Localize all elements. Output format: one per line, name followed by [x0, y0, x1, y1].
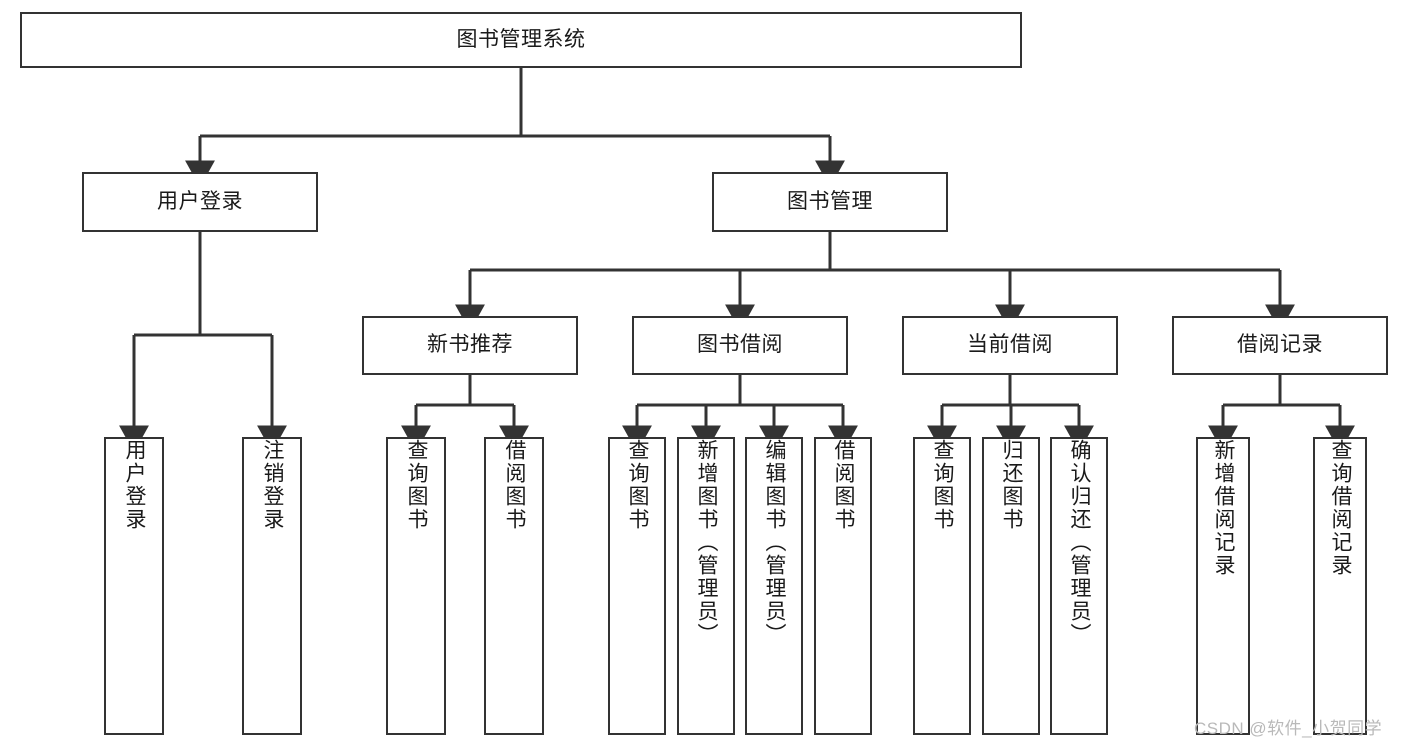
- node-leaf-9[interactable]: 查询图书: [913, 437, 971, 735]
- node-root-label: 图书管理系统: [456, 27, 586, 51]
- node-leaf-label: 归还图书: [1000, 439, 1024, 531]
- node-level3-label: 新书推荐: [427, 333, 513, 357]
- node-leaf-label: 新增借阅记录: [1212, 439, 1236, 577]
- node-root-system[interactable]: 图书管理系统: [20, 12, 1022, 68]
- edges-borrowrecord-to-leaves: [1208, 375, 1355, 453]
- node-leaf-6[interactable]: 新增图书（管理员）: [677, 437, 735, 735]
- node-level3-3[interactable]: 当前借阅: [902, 316, 1118, 375]
- node-leaf-11[interactable]: 确认归还（管理员）: [1050, 437, 1108, 735]
- node-leaf-3[interactable]: 查询图书: [386, 437, 446, 735]
- node-leaf-5[interactable]: 查询图书: [608, 437, 666, 735]
- edges-currentborrow-to-leaves: [927, 375, 1094, 453]
- node-leaf-label: 查询图书: [626, 439, 650, 531]
- node-leaf-label: 查询图书: [405, 439, 429, 531]
- node-level3-label: 当前借阅: [967, 333, 1053, 357]
- node-leaf-label: 借阅图书: [832, 439, 856, 531]
- node-level3-2[interactable]: 图书借阅: [632, 316, 848, 375]
- node-level2-label: 图书管理: [787, 189, 873, 213]
- node-level3-label: 借阅记录: [1237, 333, 1323, 357]
- node-leaf-2[interactable]: 注销登录: [242, 437, 302, 735]
- edges-newbook-to-leaves: [401, 375, 529, 453]
- node-leaf-8[interactable]: 借阅图书: [814, 437, 872, 735]
- node-leaf-label: 用户登录: [123, 439, 147, 531]
- node-leaf-1[interactable]: 用户登录: [104, 437, 164, 735]
- node-level3-4[interactable]: 借阅记录: [1172, 316, 1388, 375]
- edges-root-to-level2: [185, 68, 845, 188]
- node-level3-1[interactable]: 新书推荐: [362, 316, 578, 375]
- node-level2-label: 用户登录: [157, 189, 243, 213]
- node-leaf-13[interactable]: 查询借阅记录: [1313, 437, 1367, 735]
- edges-borrowbook-to-leaves: [622, 375, 858, 453]
- node-leaf-12[interactable]: 新增借阅记录: [1196, 437, 1250, 735]
- edges-bookmgmt-to-level3: [455, 232, 1295, 332]
- node-leaf-4[interactable]: 借阅图书: [484, 437, 544, 735]
- node-leaf-7[interactable]: 编辑图书（管理员）: [745, 437, 803, 735]
- node-leaf-label: 查询图书: [931, 439, 955, 531]
- node-leaf-label: 查询借阅记录: [1329, 439, 1353, 577]
- node-level3-label: 图书借阅: [697, 333, 783, 357]
- node-leaf-10[interactable]: 归还图书: [982, 437, 1040, 735]
- node-level2-1[interactable]: 用户登录: [82, 172, 318, 232]
- node-leaf-label: 新增图书（管理员）: [695, 439, 719, 646]
- node-leaf-label: 借阅图书: [503, 439, 527, 531]
- node-leaf-label: 确认归还（管理员）: [1068, 439, 1092, 646]
- node-leaf-label: 编辑图书（管理员）: [763, 439, 787, 646]
- node-level2-2[interactable]: 图书管理: [712, 172, 948, 232]
- edges-userlogin-to-leaves: [119, 232, 287, 453]
- node-leaf-label: 注销登录: [261, 439, 285, 531]
